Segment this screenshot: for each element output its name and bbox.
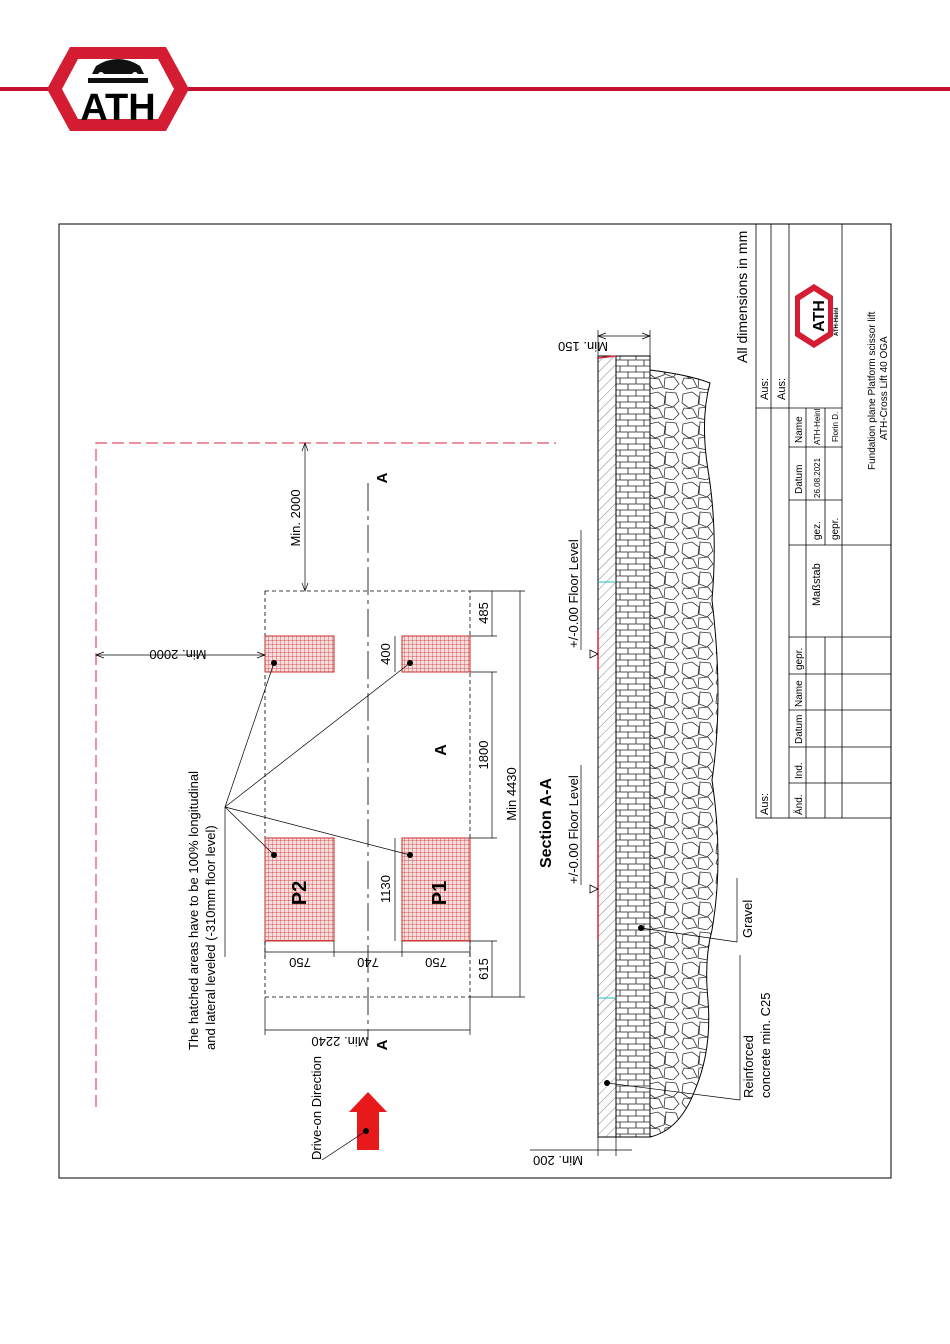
col-datum: Datum [794, 465, 805, 494]
dim-750a: 750 [289, 955, 311, 970]
gez-label: gez. [812, 521, 823, 540]
drawing-title-1: Fundation plane Platform scissor lift [867, 311, 878, 470]
concrete-label-2: concrete min. C25 [758, 993, 773, 1099]
section-marker-top: A [374, 472, 391, 483]
pad-p2-label: P2 [289, 881, 311, 905]
date-value: 26.08.2021 [813, 457, 822, 498]
clearance-boundary [95, 442, 556, 1107]
col-name: Name [794, 416, 805, 443]
dim-min150: Min. 150 [558, 339, 608, 354]
gepr-label: gepr. [830, 518, 841, 540]
dim-1800: 1800 [476, 741, 491, 770]
gravel-label: Gravel [740, 900, 755, 938]
dim-615: 615 [476, 958, 491, 980]
dim-min2240: Min. 2240 [311, 1034, 368, 1049]
dim-750b: 750 [425, 955, 447, 970]
title-block-grid [755, 223, 892, 819]
title-block-logo: ATH [795, 284, 833, 348]
section-marker-center: A [433, 744, 450, 756]
floor-level-label-1: +/-0.00 Floor Level [566, 539, 581, 648]
pad-p1-label: P1 [429, 881, 451, 905]
dimension-lines [95, 442, 525, 1035]
dim-min200: Min. 200 [533, 1153, 583, 1168]
checked-by-value: Florin D. [831, 412, 840, 442]
logo-text: ATH [80, 87, 155, 129]
note-line-2: and lateral leveled (-310mm floor level) [203, 825, 218, 1050]
rev-gepr: gepr. [794, 648, 805, 670]
all-dimensions-note: All dimensions in mm [734, 231, 750, 363]
dim-485: 485 [476, 602, 491, 624]
pit-outline [264, 590, 471, 998]
title-block-logo-text: ATH [811, 300, 828, 332]
floor-layer [597, 355, 617, 1138]
dim-min4430: Min 4430 [504, 767, 519, 820]
rev-aend: Änd. [793, 794, 805, 815]
dim-740: 740 [357, 955, 379, 970]
logo-caption: ATH-Heinl [834, 307, 840, 336]
section-dims [530, 330, 651, 1156]
dim-min2000-top: Min. 2000 [288, 489, 303, 546]
rev-name: Name [794, 680, 805, 707]
section-title: Section A-A [538, 778, 555, 869]
aus-3: Aus: [759, 793, 771, 815]
dim-400: 400 [378, 643, 393, 665]
aus-1: Aus: [759, 378, 771, 400]
pad-p2 [264, 837, 335, 942]
note-line-1: The hatched areas have to be 100% longit… [186, 771, 201, 1050]
plan-view: P2 P1 The hatched areas have to be 100% … [95, 442, 556, 1161]
ath-logo: ATH [47, 47, 189, 131]
level-marks [597, 355, 617, 940]
section-view: Section A-A +/-0.00 Floor Level +/-0.00 … [530, 330, 773, 1168]
rev-datum: Datum [794, 715, 805, 744]
concrete-label-1: Reinforced [741, 1035, 756, 1098]
section-marker-bottom: A [374, 1039, 391, 1050]
drawn-by-value: ATH-Heinl [813, 408, 822, 445]
rev-ind: Ind. [794, 762, 805, 779]
drive-on-label: Drive-on Direction [309, 1056, 324, 1160]
pad-top-right [401, 635, 471, 673]
pad-top-left [264, 635, 335, 673]
note-leaders [224, 662, 411, 957]
drawing-title-2: ATH-Cross Lift 40 OGA [879, 336, 890, 440]
pad-p1 [401, 837, 471, 942]
drive-on-arrow [349, 1092, 387, 1150]
header: ATH [0, 47, 950, 131]
leader-dots [271, 660, 413, 858]
massstab-label: Maßstab [811, 563, 823, 606]
floor-level-label-2: +/-0.00 Floor Level [566, 775, 581, 884]
gravel-layer [649, 369, 719, 1138]
concrete-layer [615, 355, 651, 1138]
dim-1130: 1130 [378, 875, 393, 903]
aus-2: Aus: [776, 378, 788, 400]
dim-min2000-left: Min. 2000 [149, 647, 206, 662]
title-block: All dimensions in mm Aus: Aus: Aus: Datu… [734, 223, 892, 819]
cyan-marks [598, 581, 616, 999]
